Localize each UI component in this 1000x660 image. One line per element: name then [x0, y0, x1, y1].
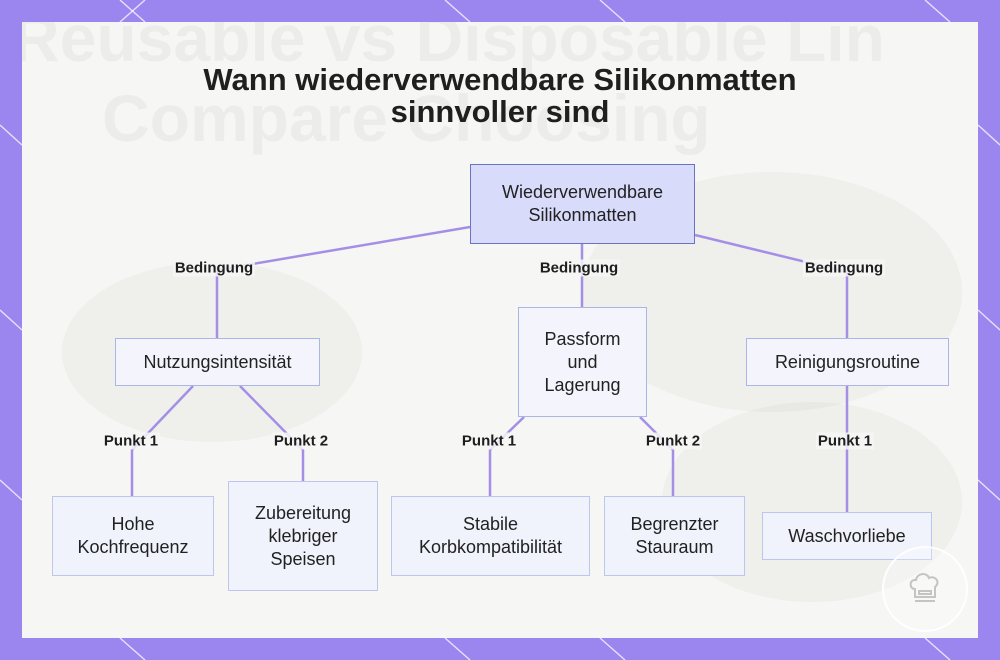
node-label: Reinigungsroutine	[774, 351, 921, 372]
root-node-label: Silikonmatten	[528, 205, 637, 225]
title-line: Wann wiederverwendbare Silikonmatten	[203, 62, 797, 97]
leaf-node-washing-preference: Waschvorliebe	[762, 512, 932, 560]
connector-root-to-usage	[215, 225, 471, 340]
edge-label-point: Punkt 2	[271, 432, 331, 450]
edge-label-condition: Bedingung	[802, 259, 886, 277]
chef-hat-icon	[909, 573, 939, 602]
node-label: klebriger	[268, 525, 338, 546]
node-label: Stabile	[462, 514, 519, 534]
background-text: Compare Choosing	[102, 81, 711, 155]
condition-node-usage: Nutzungsintensität	[115, 338, 320, 386]
edge-label-point: Punkt 1	[101, 432, 161, 450]
leaf-node-sticky-food: Zubereitung klebriger Speisen	[228, 481, 378, 591]
condition-node-fit-storage: Passform und Lagerung	[518, 307, 647, 417]
connector-fit-to-leaf3	[488, 416, 525, 496]
node-label: Begrenzter	[630, 514, 719, 534]
edge-label-condition: Bedingung	[172, 259, 256, 277]
node-label: und	[567, 351, 598, 372]
background-text: Reusable vs Disposable Lin	[22, 22, 885, 75]
root-node: Wiederverwendbare Silikonmatten	[470, 164, 695, 244]
page-title: Wann wiederverwendbare Silikonmatten sin…	[0, 64, 1000, 128]
connector-usage-to-leaf1	[130, 385, 194, 496]
node-label: Nutzungsintensität	[143, 351, 292, 372]
title-line: sinnvoller sind	[390, 94, 610, 129]
leaf-node-limited-storage: Begrenzter Stauraum	[604, 496, 745, 576]
node-label: Stauraum	[635, 537, 714, 557]
connector-root-to-cleaning	[694, 233, 849, 339]
leaf-node-basket-compat: Stabile Korbkompatibilität	[391, 496, 590, 576]
node-label: Passform	[544, 328, 621, 349]
node-label: Speisen	[270, 548, 336, 569]
edge-label-point: Punkt 1	[815, 432, 875, 450]
edge-label-point: Punkt 2	[643, 432, 703, 450]
node-label: Lagerung	[544, 374, 621, 395]
edge-label-condition: Bedingung	[537, 259, 621, 277]
node-label: Zubereitung	[254, 502, 352, 523]
node-label: Korbkompatibilität	[418, 537, 563, 557]
chef-hat-logo-icon	[882, 546, 968, 632]
edge-label-point: Punkt 1	[459, 432, 519, 450]
connector-usage-to-leaf2	[239, 385, 305, 481]
node-label: Kochfrequenz	[77, 537, 189, 557]
condition-node-cleaning: Reinigungsroutine	[746, 338, 949, 386]
root-node-label: Wiederverwendbare	[501, 182, 664, 202]
node-label: Waschvorliebe	[788, 525, 906, 546]
leaf-node-cooking-frequency: Hohe Kochfrequenz	[52, 496, 214, 576]
node-label: Hohe	[111, 514, 155, 534]
connector-fit-to-leaf4	[639, 416, 675, 496]
